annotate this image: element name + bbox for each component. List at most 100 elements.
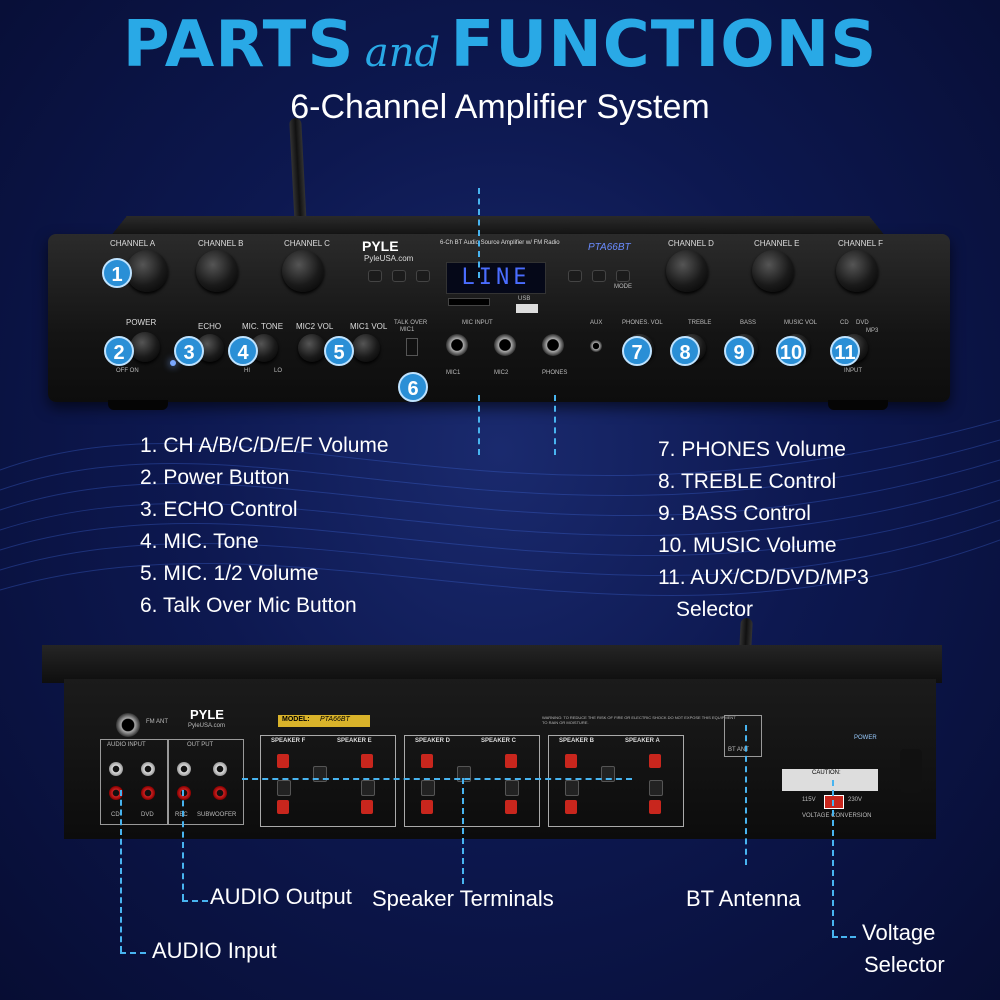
channel-d-knob[interactable]	[666, 250, 708, 292]
terminal-b-pos[interactable]	[565, 754, 577, 768]
function-item-11-cont: Selector	[676, 598, 754, 621]
label-speaker-b: SPEAKER B	[559, 738, 595, 744]
leader-audio-input-h	[120, 952, 146, 954]
front-brand: PYLE	[362, 238, 399, 254]
label-mic1-vol: MIC1 VOL	[350, 322, 388, 331]
power-button[interactable]	[130, 332, 160, 362]
label-speaker-a: SPEAKER A	[625, 738, 660, 744]
mode-button[interactable]	[616, 270, 630, 282]
leader-phones	[554, 395, 556, 455]
label-input: INPUT	[844, 368, 862, 374]
callout-voltage-1: Voltage	[862, 920, 936, 945]
stop-button[interactable]	[568, 270, 582, 282]
badge-6: 6	[398, 372, 428, 402]
label-power-back: POWER	[854, 735, 877, 741]
terminal-e-neg[interactable]	[361, 780, 375, 796]
back-panel: FM ANT PYLE PyleUSA.com MODEL: PTA66BT W…	[42, 645, 942, 845]
label-talk-over-mic1: MIC1	[400, 327, 415, 333]
label-mic2-vol: MIC2 VOL	[296, 322, 334, 331]
repeat-button[interactable]	[592, 270, 606, 282]
terminal-a-pos-2[interactable]	[649, 800, 661, 814]
terminal-f-pos[interactable]	[277, 754, 289, 768]
terminal-f-neg[interactable]	[277, 780, 291, 796]
terminal-a-neg[interactable]	[649, 780, 663, 796]
title-parts: PARTS	[122, 8, 355, 82]
label-output: OUT PUT	[187, 742, 214, 748]
terminal-e-pos[interactable]	[361, 754, 373, 768]
badge-8: 8	[670, 336, 700, 366]
back-chassis-top	[42, 645, 942, 683]
title-functions: FUNCTIONS	[450, 8, 878, 82]
mic2-jack[interactable]	[494, 334, 516, 356]
title-and: and	[364, 30, 441, 76]
terminal-d-neg[interactable]	[421, 780, 435, 796]
terminal-a-pos[interactable]	[649, 754, 661, 768]
mic2-vol-knob[interactable]	[298, 334, 326, 362]
prev-button[interactable]	[368, 270, 382, 282]
rca-cd-right[interactable]	[109, 786, 123, 800]
badge-7: 7	[622, 336, 652, 366]
aux-jack[interactable]	[590, 340, 602, 352]
label-subwoofer: SUBWOOFER	[197, 812, 237, 818]
back-site: PyleUSA.com	[188, 723, 226, 729]
terminal-d-pos[interactable]	[421, 754, 433, 768]
mic1-jack[interactable]	[446, 334, 468, 356]
rca-cd-left[interactable]	[109, 762, 123, 776]
fm-ant-connector[interactable]	[116, 713, 140, 737]
label-mic2-jack: MIC2	[494, 370, 509, 376]
front-foot-left	[108, 400, 168, 410]
label-treble: TREBLE	[688, 320, 712, 326]
rca-rec-right[interactable]	[177, 786, 191, 800]
terminal-d-pos-2[interactable]	[421, 800, 433, 814]
functions-list-right: 7. PHONES Volume 8. TREBLE Control 9. BA…	[658, 434, 869, 626]
terminal-c-pos-2[interactable]	[505, 800, 517, 814]
terminal-b-pos-2[interactable]	[565, 800, 577, 814]
label-dvd-in: DVD	[141, 812, 154, 818]
warning-text: WARNING: TO REDUCE THE RISK OF FIRE OR E…	[542, 715, 736, 725]
front-panel: CHANNEL A CHANNEL B CHANNEL C PYLE PyleU…	[48, 212, 950, 410]
voltage-selector-switch[interactable]	[824, 795, 844, 809]
function-item-2: 2. Power Button	[140, 466, 290, 489]
next-button[interactable]	[416, 270, 430, 282]
label-dvd: DVD	[856, 320, 869, 326]
mic1-vol-knob[interactable]	[352, 334, 380, 362]
terminal-c-neg[interactable]	[505, 780, 519, 796]
front-description: 6-Ch BT Audio Source Amplifier w/ FM Rad…	[440, 240, 560, 246]
bt-ant-connector[interactable]	[724, 715, 762, 757]
label-cd-in: CD	[111, 812, 120, 818]
rca-dvd-right[interactable]	[141, 786, 155, 800]
badge-2: 2	[104, 336, 134, 366]
rca-sub-right[interactable]	[213, 786, 227, 800]
terminal-e-pos-2[interactable]	[361, 800, 373, 814]
badge-5: 5	[324, 336, 354, 366]
channel-e-knob[interactable]	[752, 250, 794, 292]
label-speaker-f: SPEAKER F	[271, 738, 306, 744]
rca-rec-left[interactable]	[177, 762, 191, 776]
page-title: PARTS and FUNCTIONS	[0, 8, 1000, 82]
function-item-9: 9. BASS Control	[658, 502, 811, 525]
phones-jack[interactable]	[542, 334, 564, 356]
rca-sub-left[interactable]	[213, 762, 227, 776]
leader-voltage-h	[832, 936, 856, 938]
function-item-1: 1. CH A/B/C/D/E/F Volume	[140, 434, 389, 457]
talk-over-button[interactable]	[406, 338, 418, 356]
rca-dvd-left[interactable]	[141, 762, 155, 776]
terminal-c-pos[interactable]	[505, 754, 517, 768]
channel-a-knob[interactable]	[126, 250, 168, 292]
back-faceplate: FM ANT PYLE PyleUSA.com MODEL: PTA66BT W…	[64, 679, 936, 839]
badge-4: 4	[228, 336, 258, 366]
usb-port[interactable]	[516, 304, 538, 313]
label-voltage-conversion: VOLTAGE CONVERSION	[802, 813, 872, 819]
label-channel-f: CHANNEL F	[838, 239, 884, 248]
lcd-display: LINE	[446, 262, 546, 294]
channel-f-knob[interactable]	[836, 250, 878, 292]
channel-c-knob[interactable]	[282, 250, 324, 292]
channel-b-knob[interactable]	[196, 250, 238, 292]
terminal-b-neg[interactable]	[565, 780, 579, 796]
label-channel-b: CHANNEL B	[198, 239, 244, 248]
sd-slot[interactable]	[448, 298, 490, 306]
label-talk-over: TALK OVER	[394, 320, 428, 326]
terminal-f-pos-2[interactable]	[277, 800, 289, 814]
function-item-11: 11. AUX/CD/DVD/MP3	[658, 566, 869, 589]
play-pause-button[interactable]	[392, 270, 406, 282]
